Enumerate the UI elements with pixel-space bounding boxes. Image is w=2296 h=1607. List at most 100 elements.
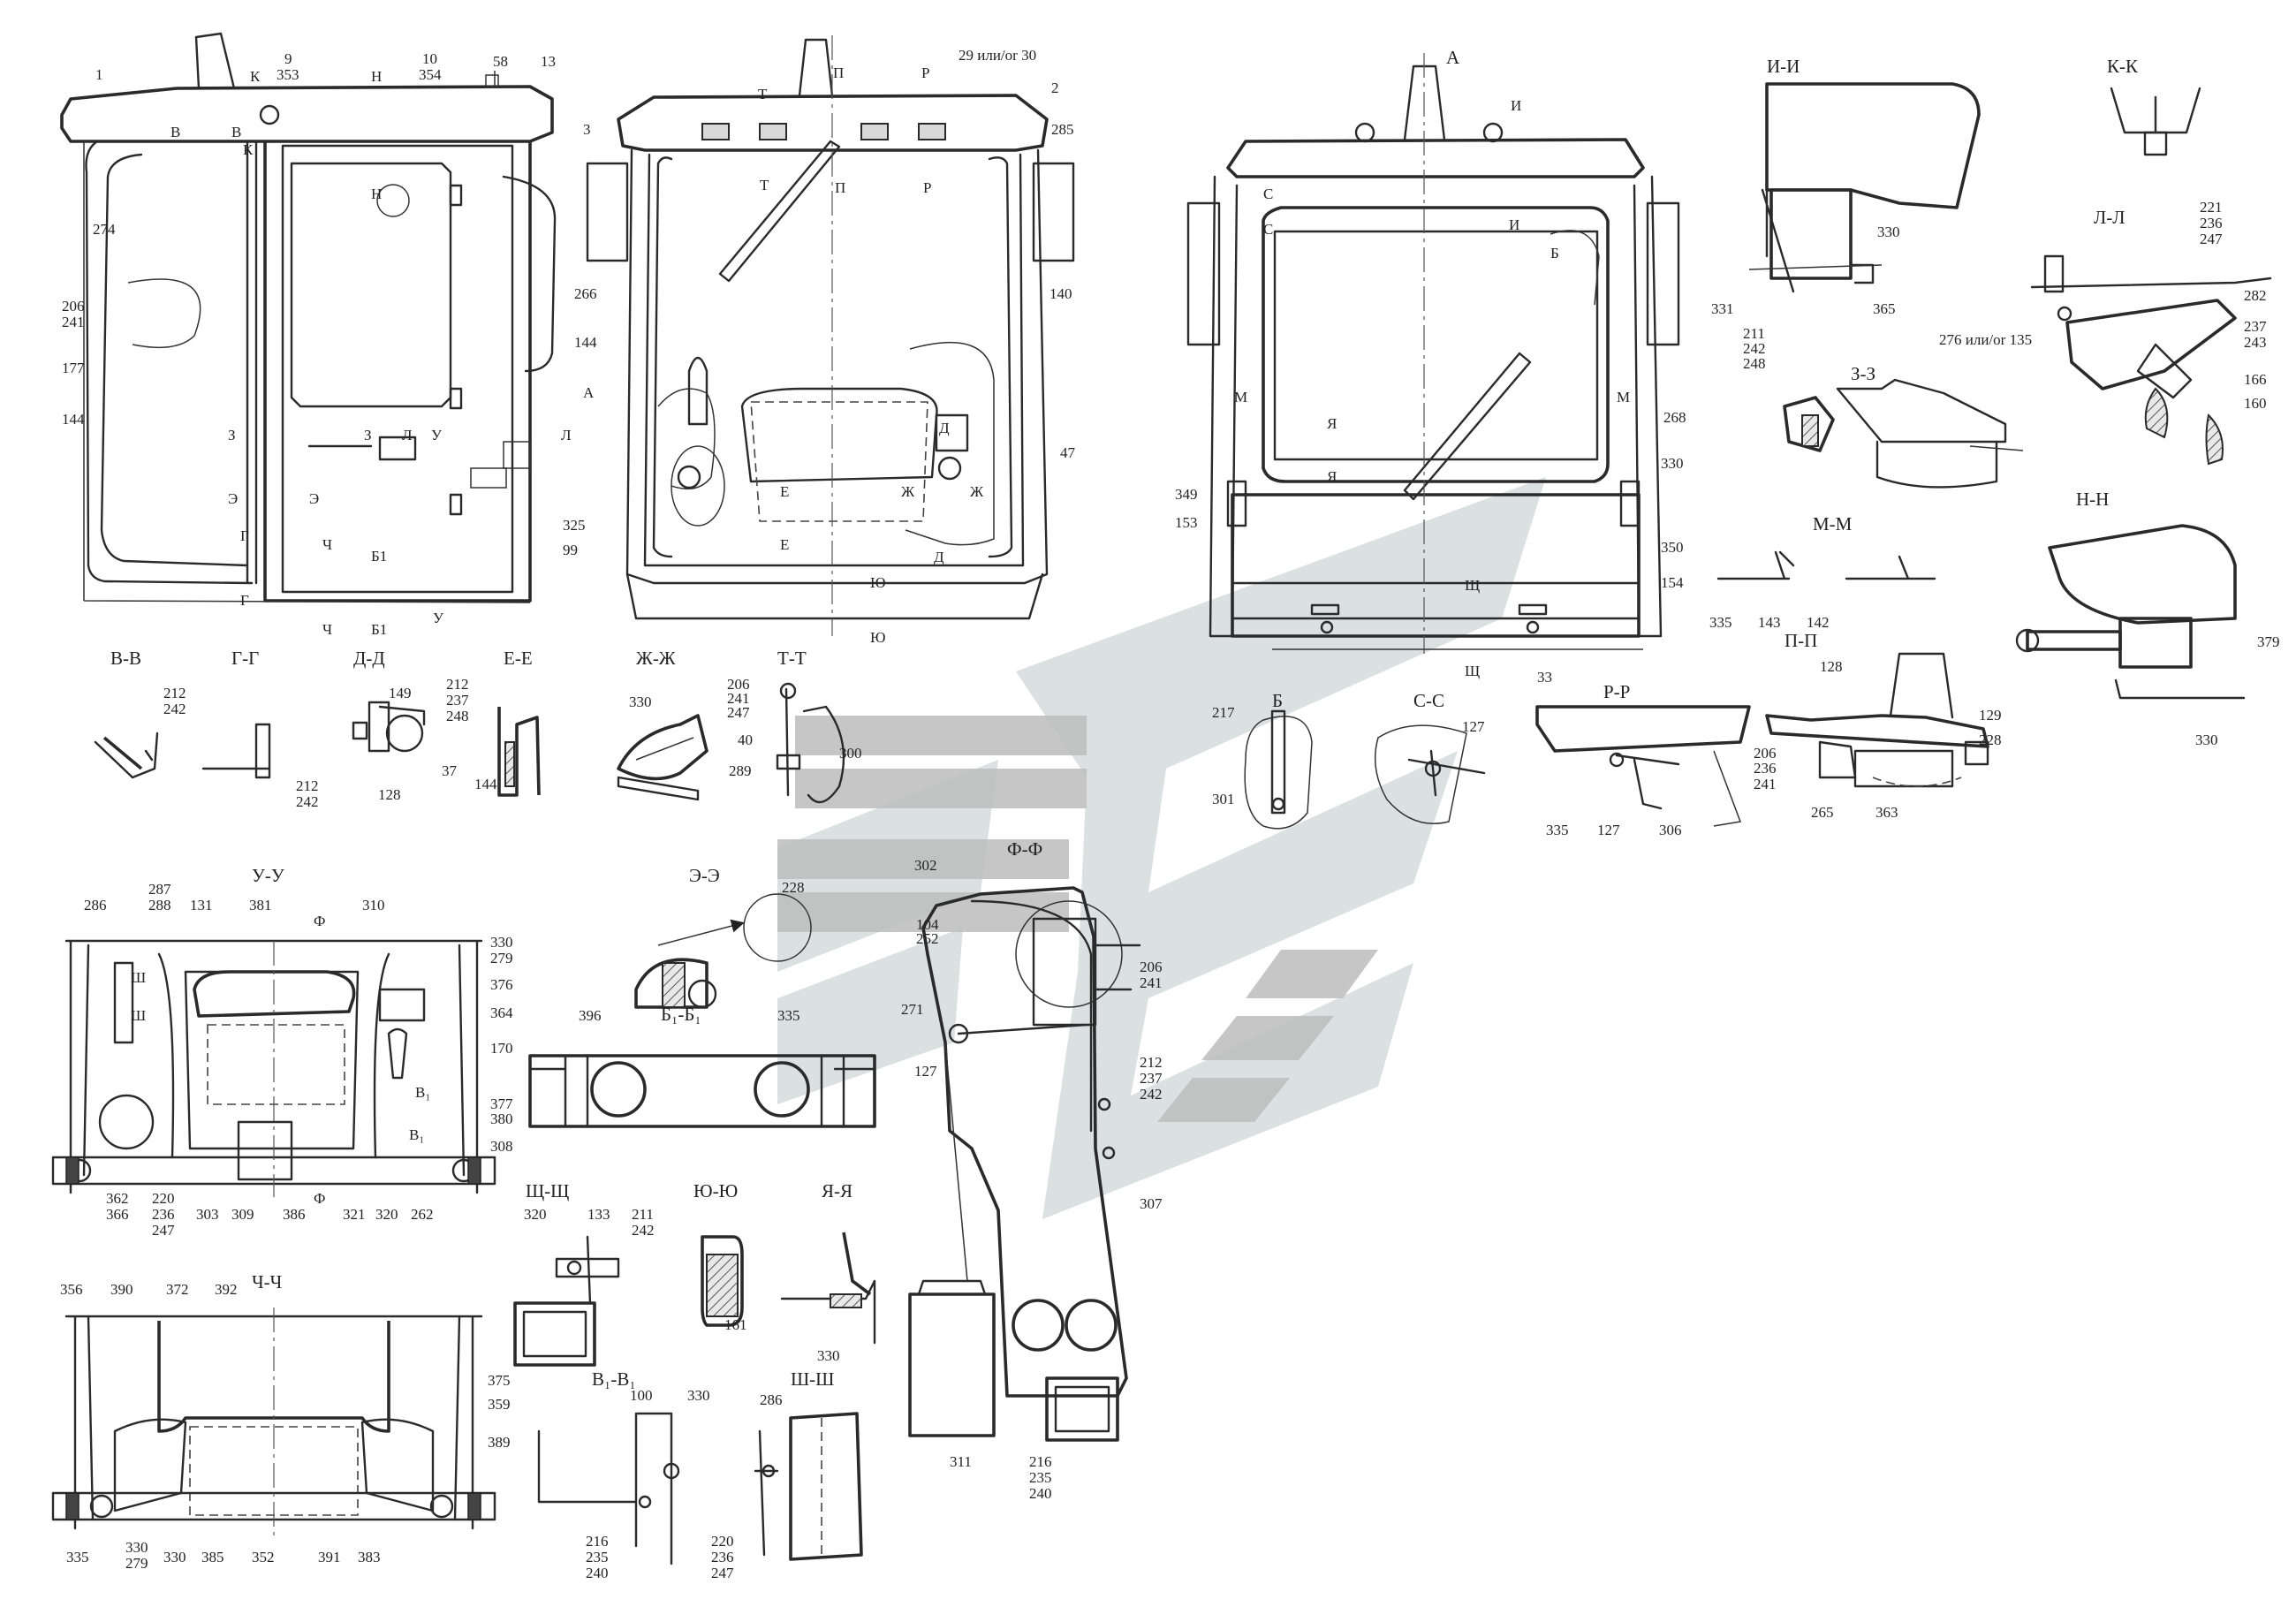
section-marker: Е — [780, 536, 789, 553]
bottom-labels: 286 287 288 131 381 Ф 310 330 279 376 36… — [60, 857, 1163, 1581]
section-marker: П — [835, 179, 845, 196]
callout: 279 — [125, 1555, 148, 1572]
section-marker: И — [1511, 97, 1521, 114]
section-marker: У — [431, 427, 443, 443]
callout: 216 — [1029, 1453, 1052, 1470]
callout: 58 — [493, 53, 508, 70]
callout: 47 — [1060, 444, 1076, 461]
callout: 320 — [524, 1206, 547, 1223]
callout: 129 — [1979, 707, 2002, 724]
callout: 228 — [782, 879, 805, 896]
section-m-m — [1716, 550, 1936, 580]
title-i-i: И-И — [1767, 56, 1800, 77]
section-marker: Ч — [322, 536, 332, 553]
callout: 206 — [1140, 959, 1163, 975]
callout: 212 — [296, 777, 319, 794]
section-b1-b1 — [528, 1054, 876, 1128]
section-marker: К — [250, 68, 261, 85]
front-view — [586, 35, 1075, 636]
callout: 354 — [419, 66, 442, 83]
callout: 241 — [727, 690, 750, 707]
callout: 237 — [2244, 318, 2267, 335]
title-f-f: Ф-Ф — [1007, 838, 1042, 860]
callout: 301 — [1212, 791, 1235, 807]
callout: 268 — [1663, 409, 1686, 426]
section-marker: Ж — [970, 483, 984, 500]
section-marker: В — [170, 124, 180, 140]
section-marker: Я — [1327, 415, 1337, 432]
callout: 276 или/or 135 — [1939, 331, 2032, 348]
section-f-f — [908, 886, 1141, 1442]
section-marker: Ю — [870, 574, 885, 591]
callout: 212 — [446, 676, 469, 693]
callout: 221 — [2200, 199, 2223, 216]
callout: 385 — [201, 1549, 224, 1565]
callout: 330 — [1877, 224, 1900, 240]
section-shch-shch — [513, 1235, 620, 1367]
callout: 349 — [1175, 486, 1198, 503]
callout: 274 — [93, 221, 116, 238]
section-marker: Е — [780, 483, 789, 500]
section-marker: С — [1263, 221, 1273, 238]
callout: 350 — [1661, 539, 1684, 556]
section-marker: Р — [923, 179, 931, 196]
title-p-p: П-П — [1785, 630, 1817, 651]
callout: 307 — [1140, 1195, 1163, 1212]
callout: 160 — [2244, 395, 2267, 412]
callout: 352 — [252, 1549, 275, 1565]
callout: 10 — [422, 50, 437, 67]
callout: 286 — [760, 1391, 783, 1408]
section-marker: Д — [934, 549, 944, 565]
callout: 396 — [579, 1007, 602, 1024]
callout: 247 — [711, 1565, 734, 1581]
callout: 228 — [1979, 731, 2002, 748]
section-marker: Ф — [314, 1190, 325, 1207]
callout: 153 — [1175, 514, 1198, 531]
section-l-l — [2030, 254, 2272, 466]
rear-view-labels: 268 349 153 330 350 154 33 И С С И Б М М… — [1175, 97, 1686, 686]
callout: 288 — [148, 897, 171, 913]
callout: 216 — [586, 1533, 609, 1550]
section-marker: Б — [1550, 245, 1559, 262]
callout: 242 — [296, 793, 319, 810]
callout: 177 — [62, 360, 85, 376]
section-yu-yu — [701, 1235, 744, 1327]
front-view-labels: 3 29 или/or 30 2 285 266 140 144 47 П Р … — [574, 47, 1076, 646]
callout: 392 — [215, 1281, 238, 1298]
callout: 386 — [283, 1206, 306, 1223]
section-titles: А И-И К-К Л-Л З-З М-М Н-Н П-П Р-Р С-С Б … — [110, 47, 2139, 1390]
callout: 133 — [587, 1206, 610, 1223]
callout: 144 — [474, 776, 497, 792]
section-marker: Н — [371, 68, 382, 85]
callout: 330 — [163, 1549, 186, 1565]
callout: 140 — [1049, 285, 1072, 302]
callout: 247 — [152, 1222, 175, 1239]
section-t-t — [776, 682, 845, 804]
callout: 128 — [378, 786, 401, 803]
callout: 335 — [1546, 822, 1569, 838]
callout: 13 — [541, 53, 556, 70]
title-k-k: К-К — [2107, 56, 2139, 77]
section-e-e — [497, 707, 541, 797]
callout: 364 — [490, 1004, 513, 1021]
title-g-g: Г-Г — [231, 648, 259, 669]
callout: 353 — [277, 66, 299, 83]
callout: 377 — [490, 1095, 513, 1112]
section-s-s — [1374, 724, 1486, 824]
callout: 33 — [1537, 669, 1552, 686]
callout: 330 — [817, 1347, 840, 1364]
callout: 235 — [586, 1549, 609, 1565]
callout: 211 — [632, 1206, 654, 1223]
section-marker: П — [833, 64, 844, 81]
callout: 303 — [196, 1206, 219, 1223]
section-marker: Н — [371, 186, 382, 202]
section-marker: В₁ — [415, 1084, 430, 1101]
callout: 236 — [711, 1549, 734, 1565]
callout: 236 — [152, 1206, 175, 1223]
callout: 235 — [1029, 1469, 1052, 1486]
callout: 330 — [629, 694, 652, 710]
section-marker: З — [364, 427, 372, 443]
callout: 206 — [727, 676, 750, 693]
title-b1-b1: Б₁-Б₁ — [661, 1004, 701, 1025]
